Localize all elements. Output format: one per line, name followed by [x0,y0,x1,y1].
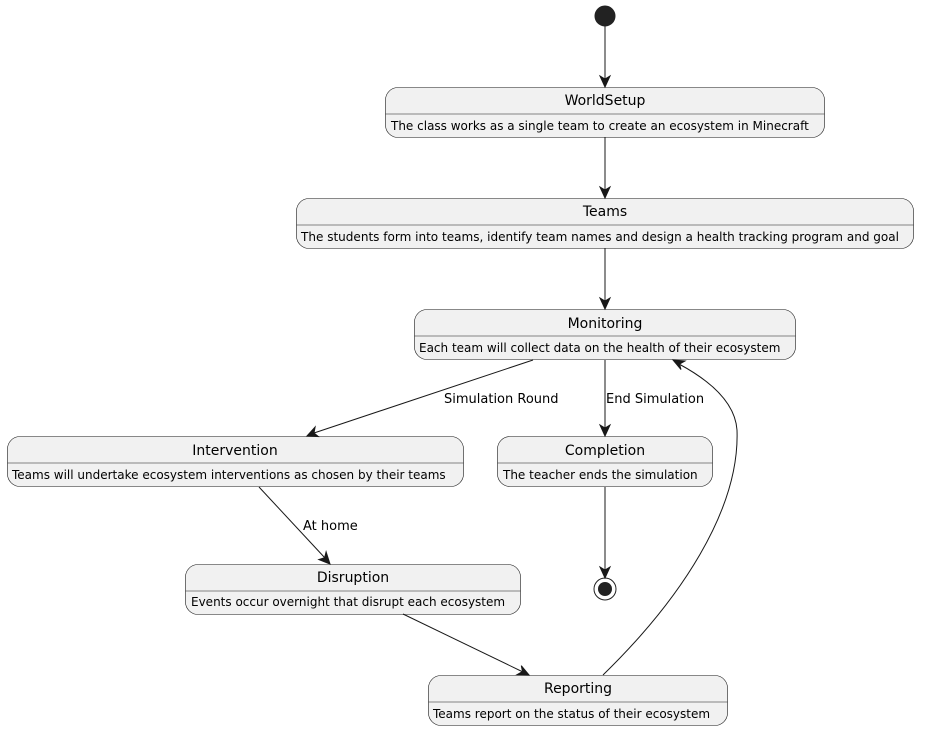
state-teams: Teams The students form into teams, iden… [296,198,914,249]
transition-intervention-to-disruption [258,486,331,565]
initial-state-node [594,5,616,27]
state-reporting-description: Teams report on the status of their ecos… [432,707,710,721]
state-worldsetup-name: WorldSetup [565,93,646,109]
state-monitoring-name: Monitoring [568,316,643,332]
state-monitoring: Monitoring Each team will collect data o… [414,309,796,360]
final-state-node [593,577,617,601]
transition-reporting-to-monitoring [602,359,738,676]
transition-start-to-worldsetup [598,26,612,89]
state-worldsetup-description: The class works as a single team to crea… [390,119,809,133]
state-worldsetup: WorldSetup The class works as a single t… [385,87,825,138]
transition-teams-to-monitoring [598,248,612,311]
state-reporting: Reporting Teams report on the status of … [428,675,728,726]
state-disruption: Disruption Events occur overnight that d… [185,564,521,615]
state-teams-description: The students form into teams, identify t… [300,230,899,244]
transition-label-simulation-round: Simulation Round [444,392,559,407]
transition-disruption-to-reporting [402,613,531,676]
state-completion-name: Completion [565,443,645,459]
transition-monitoring-to-intervention [305,359,534,438]
state-intervention-name: Intervention [192,443,277,459]
state-reporting-name: Reporting [544,681,612,697]
state-monitoring-description: Each team will collect data on the healt… [419,341,780,355]
transition-monitoring-to-completion [598,360,612,438]
transition-worldsetup-to-teams [598,137,612,200]
transition-completion-to-end [598,487,612,580]
transition-label-at-home: At home [303,519,358,534]
state-completion: Completion The teacher ends the simulati… [497,436,713,487]
state-teams-name: Teams [582,204,627,220]
state-disruption-description: Events occur overnight that disrupt each… [191,595,505,609]
state-intervention-description: Teams will undertake ecosystem intervent… [11,468,446,482]
state-completion-description: The teacher ends the simulation [502,468,698,482]
state-disruption-name: Disruption [317,570,389,586]
transition-label-end-simulation: End Simulation [606,392,704,407]
state-intervention: Intervention Teams will undertake ecosys… [7,436,464,487]
